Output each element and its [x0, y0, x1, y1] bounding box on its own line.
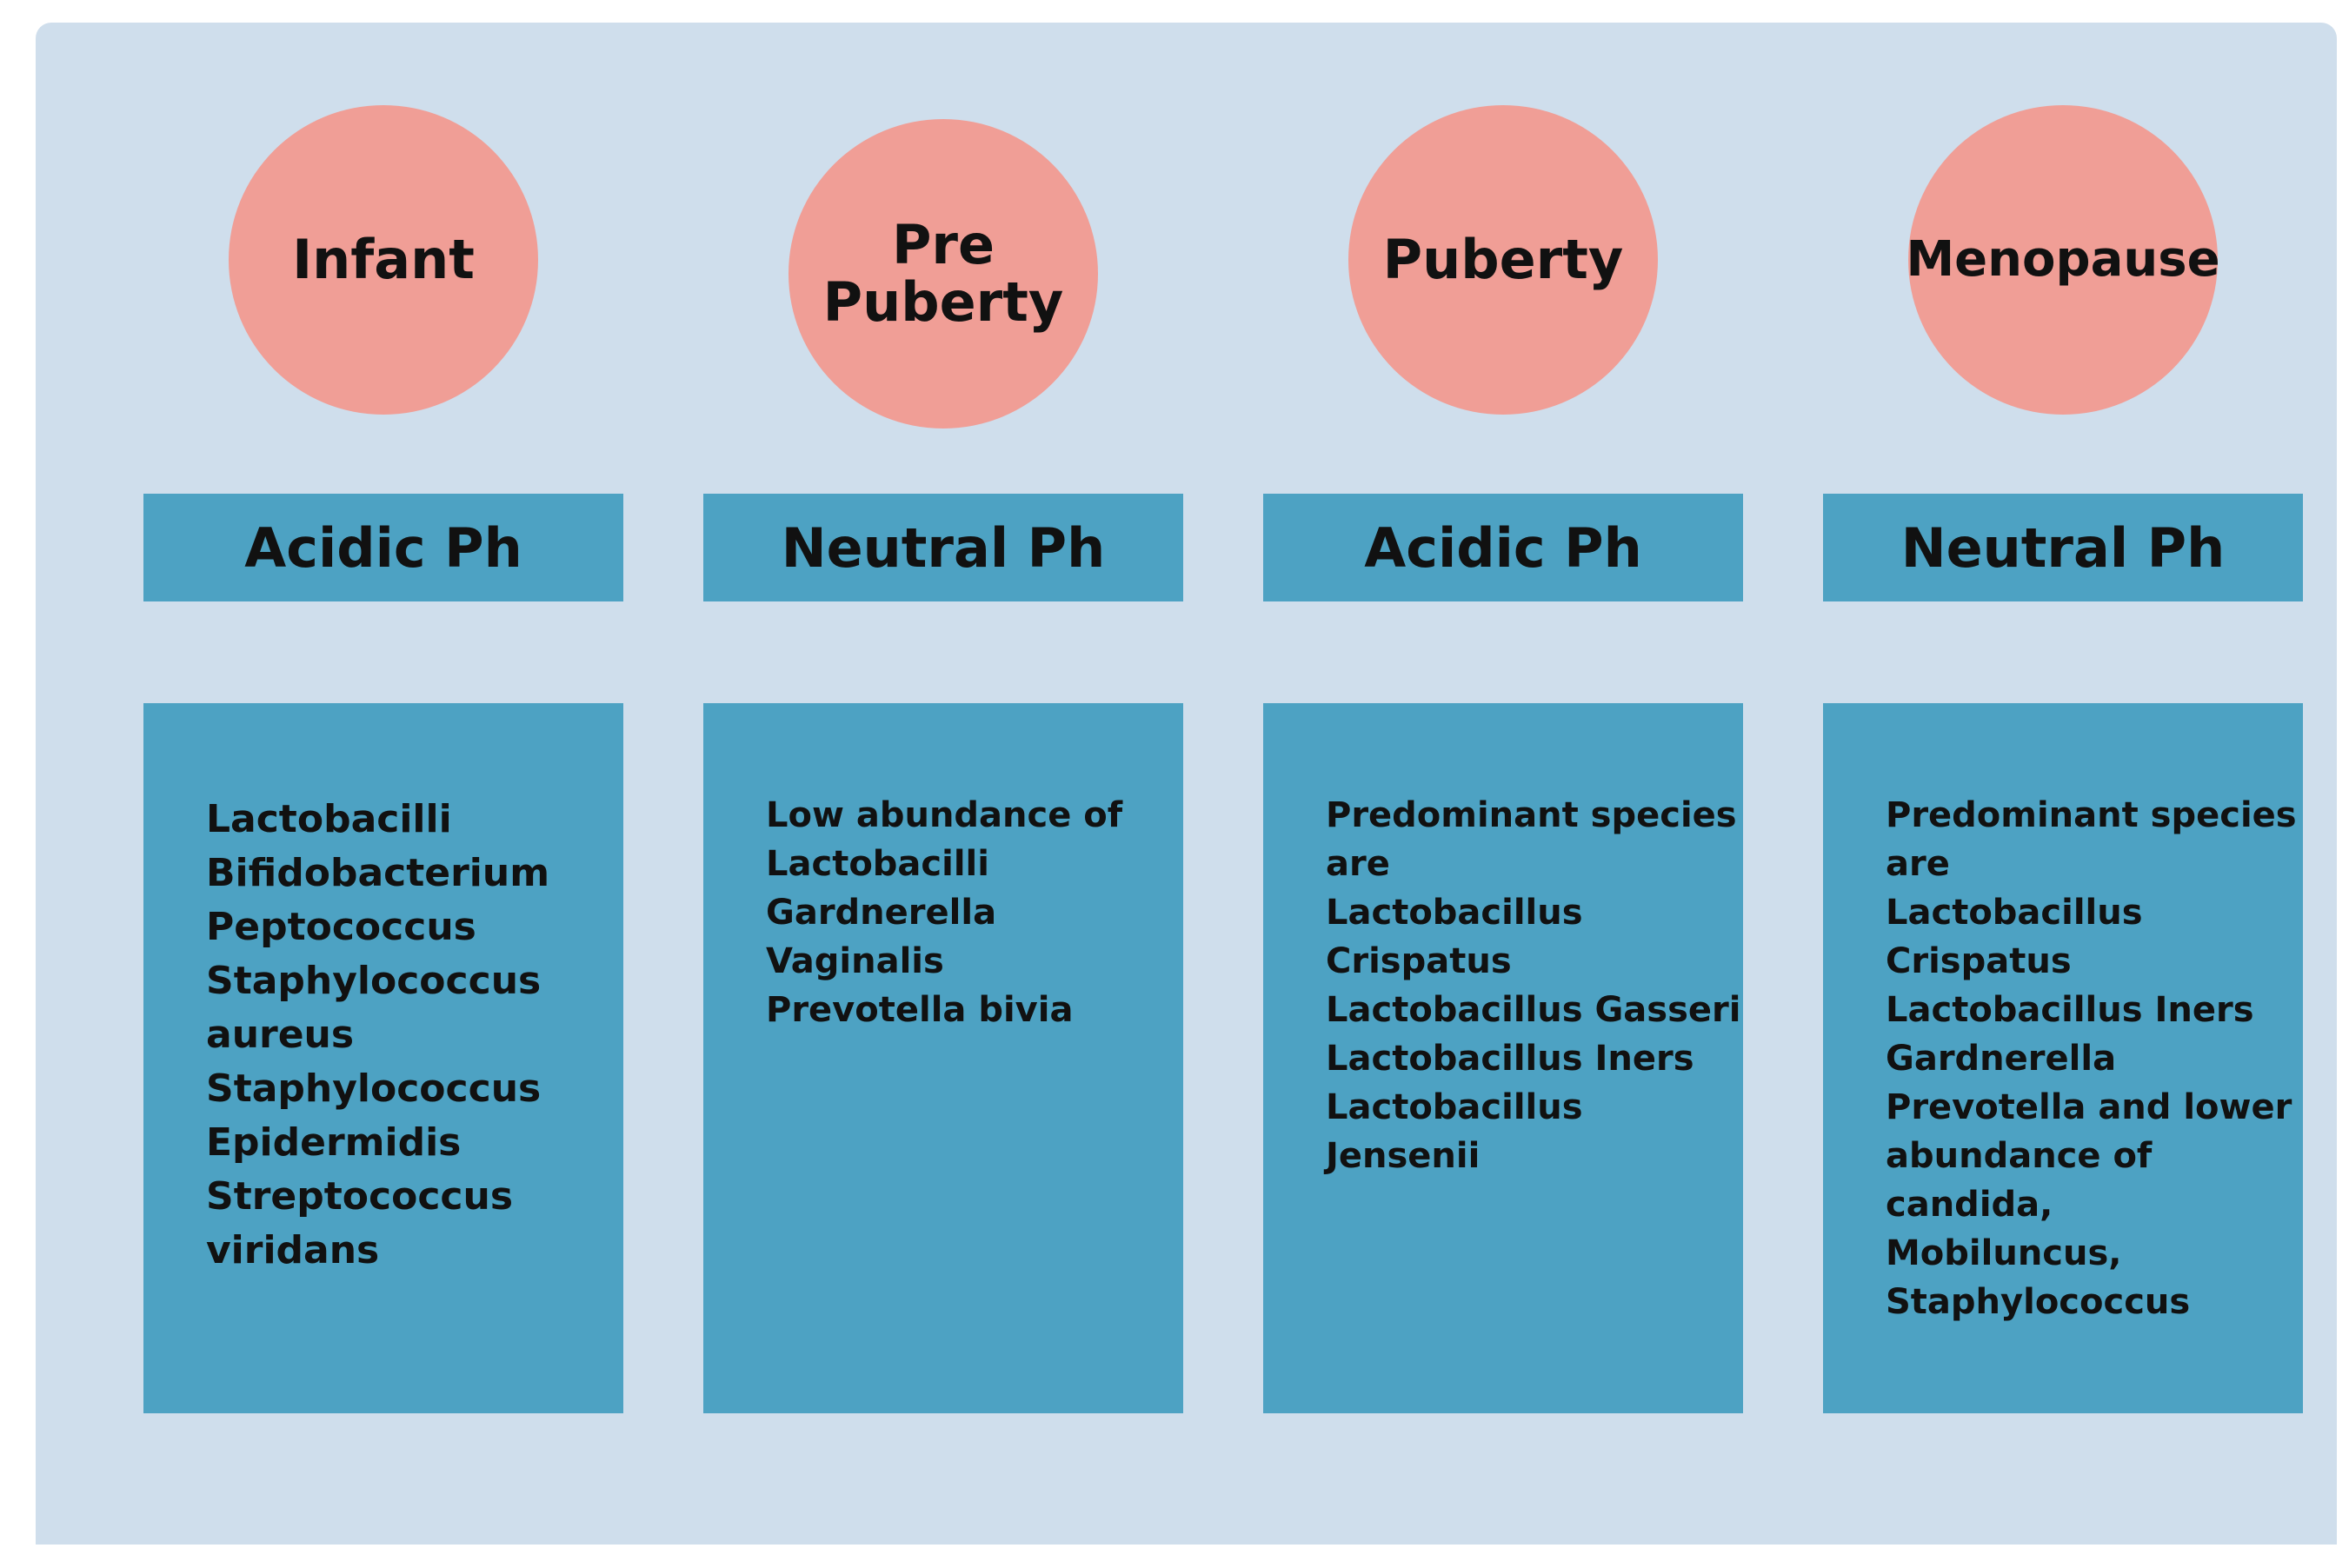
ph-label-pre-puberty: Neutral Ph [703, 494, 1183, 601]
species-list-puberty: Predominant species are Lactobacillus Cr… [1326, 795, 1741, 1176]
ph-text-pre-puberty: Neutral Ph [781, 515, 1106, 580]
species-box-pre-puberty: Low abundance of Lactobacilli Gardnerell… [703, 703, 1183, 1413]
species-box-puberty: Predominant species are Lactobacillus Cr… [1263, 703, 1743, 1413]
stage-label-menopause: Menopause [1906, 231, 2220, 288]
stage-circle-menopause: Menopause [1906, 105, 2220, 415]
species-box-menopause: Predominant species are Lactobacillus Cr… [1823, 703, 2303, 1413]
ph-label-puberty: Acidic Ph [1263, 494, 1743, 601]
stage-column-puberty: Puberty Acidic Ph Predominant species ar… [1263, 0, 1743, 1568]
stage-column-menopause: Menopause Neutral Ph Predominant species… [1823, 0, 2303, 1568]
ph-label-menopause: Neutral Ph [1823, 494, 2303, 601]
stage-label-pre-puberty: Pre Puberty [822, 213, 1064, 334]
stage-circle-puberty: Puberty [1348, 105, 1658, 415]
species-list-pre-puberty: Low abundance of Lactobacilli Gardnerell… [766, 795, 1123, 1030]
stage-column-infant: Infant Acidic Ph Lactobacilli Bifidobact… [143, 0, 623, 1568]
stage-label-infant: Infant [292, 228, 475, 291]
species-list-menopause: Predominant species are Lactobacillus Cr… [1886, 795, 2297, 1322]
stage-column-pre-puberty: Pre Puberty Neutral Ph Low abundance of … [703, 0, 1183, 1568]
species-box-infant: Lactobacilli Bifidobacterium Peptococcus… [143, 703, 623, 1413]
ph-text-infant: Acidic Ph [244, 515, 522, 580]
ph-text-menopause: Neutral Ph [1900, 515, 2226, 580]
ph-text-puberty: Acidic Ph [1364, 515, 1642, 580]
stage-circle-infant: Infant [229, 105, 538, 415]
stage-label-puberty: Puberty [1382, 228, 1624, 291]
stage-circle-pre-puberty: Pre Puberty [789, 119, 1098, 429]
species-list-infant: Lactobacilli Bifidobacterium Peptococcus… [206, 797, 550, 1272]
ph-label-infant: Acidic Ph [143, 494, 623, 601]
